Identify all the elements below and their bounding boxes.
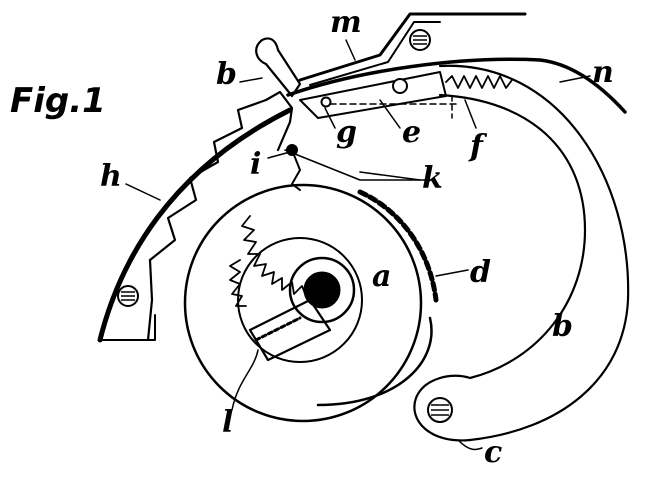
label-i: i bbox=[250, 147, 262, 182]
spring-f bbox=[445, 75, 513, 89]
label-n: n bbox=[592, 55, 614, 90]
label-f: f bbox=[470, 129, 483, 164]
label-g: g bbox=[336, 115, 357, 150]
label-l: l bbox=[222, 405, 234, 440]
label-h: h bbox=[100, 159, 122, 194]
hub-a bbox=[288, 256, 356, 324]
disc-d bbox=[183, 183, 423, 423]
outer-frame-arc bbox=[97, 107, 293, 343]
label-e: e bbox=[402, 115, 422, 150]
label-m: m bbox=[330, 5, 362, 40]
arm-l bbox=[248, 298, 332, 362]
label-b-right: b bbox=[552, 309, 573, 344]
pawl-arm-b bbox=[255, 37, 302, 98]
screw-e bbox=[392, 78, 408, 94]
pivot-g bbox=[320, 96, 332, 108]
ratchet-rack-h bbox=[148, 90, 294, 262]
lever-e bbox=[299, 71, 447, 119]
bracket-m bbox=[298, 12, 527, 82]
label-a: a bbox=[372, 259, 392, 294]
disc-slot bbox=[357, 189, 439, 303]
label-b-top: b bbox=[216, 57, 237, 92]
label-d: d bbox=[470, 255, 491, 290]
ratchet-wheel bbox=[229, 215, 307, 307]
pivot-i bbox=[286, 144, 298, 156]
label-c: c bbox=[484, 435, 503, 470]
lever-b bbox=[413, 64, 630, 442]
figure-title: Fig.1 bbox=[10, 81, 106, 121]
link-k bbox=[291, 149, 301, 191]
guide-plate-n bbox=[286, 57, 627, 114]
label-k: k bbox=[422, 161, 443, 196]
